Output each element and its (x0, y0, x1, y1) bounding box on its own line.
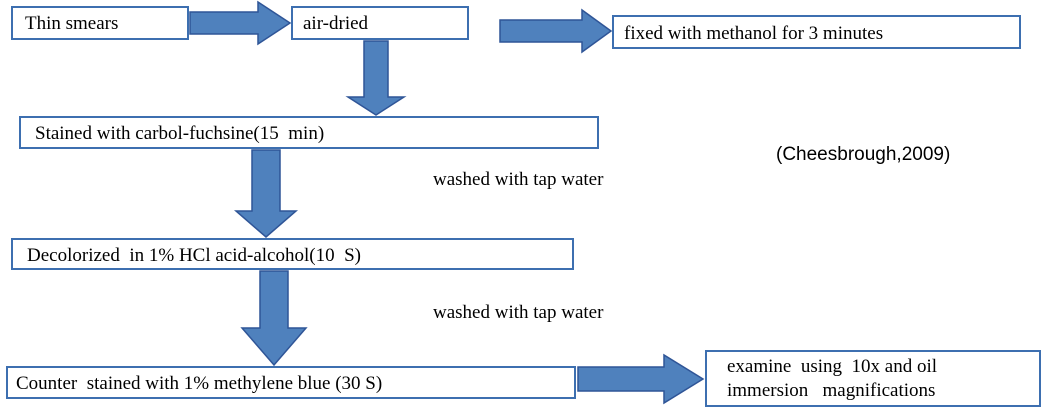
step-label-examine-line2: immersion magnifications (727, 380, 936, 401)
step-box-counter-stained: Counter stained with 1% methylene blue (… (6, 366, 576, 399)
arrow-thin-smears-to-air-dried (189, 0, 292, 46)
step-label-thin-smears: Thin smears (25, 13, 119, 34)
step-box-examine: examine using 10x and oil immersion magni… (705, 350, 1041, 407)
step-box-air-dried: air-dried (291, 6, 469, 40)
step-label-air-dried: air-dried (303, 13, 369, 34)
step-label-decolorized: Decolorized in 1% HCl acid-alcohol(10 S) (27, 245, 361, 266)
step-label-counter-stained: Counter stained with 1% methylene blue (… (16, 373, 383, 394)
step-box-fixed-methanol: fixed with methanol for 3 minutes (612, 15, 1021, 49)
step-label-carbol-fuchsine: Stained with carbol-fuchsine(15 min) (35, 123, 325, 144)
step-label-fixed-methanol: fixed with methanol for 3 minutes (624, 23, 884, 44)
step-box-thin-smears: Thin smears (11, 6, 189, 40)
step-label-examine-line1: examine using 10x and oil (727, 356, 938, 377)
arrow-decolorized-to-counter-stained (240, 270, 308, 367)
citation-label: (Cheesbrough,2009) (776, 144, 951, 165)
step-box-carbol-fuchsine: Stained with carbol-fuchsine(15 min) (19, 116, 599, 149)
wash-label-2: washed with tap water (433, 302, 604, 323)
arrow-air-dried-to-fixed (499, 8, 613, 54)
arrow-stained-to-decolorized (233, 149, 299, 238)
arrow-air-dried-to-stained (345, 40, 407, 116)
step-box-decolorized: Decolorized in 1% HCl acid-alcohol(10 S) (11, 238, 574, 270)
wash-label-1: washed with tap water (433, 169, 604, 190)
arrow-counter-stained-to-examine (577, 353, 705, 405)
